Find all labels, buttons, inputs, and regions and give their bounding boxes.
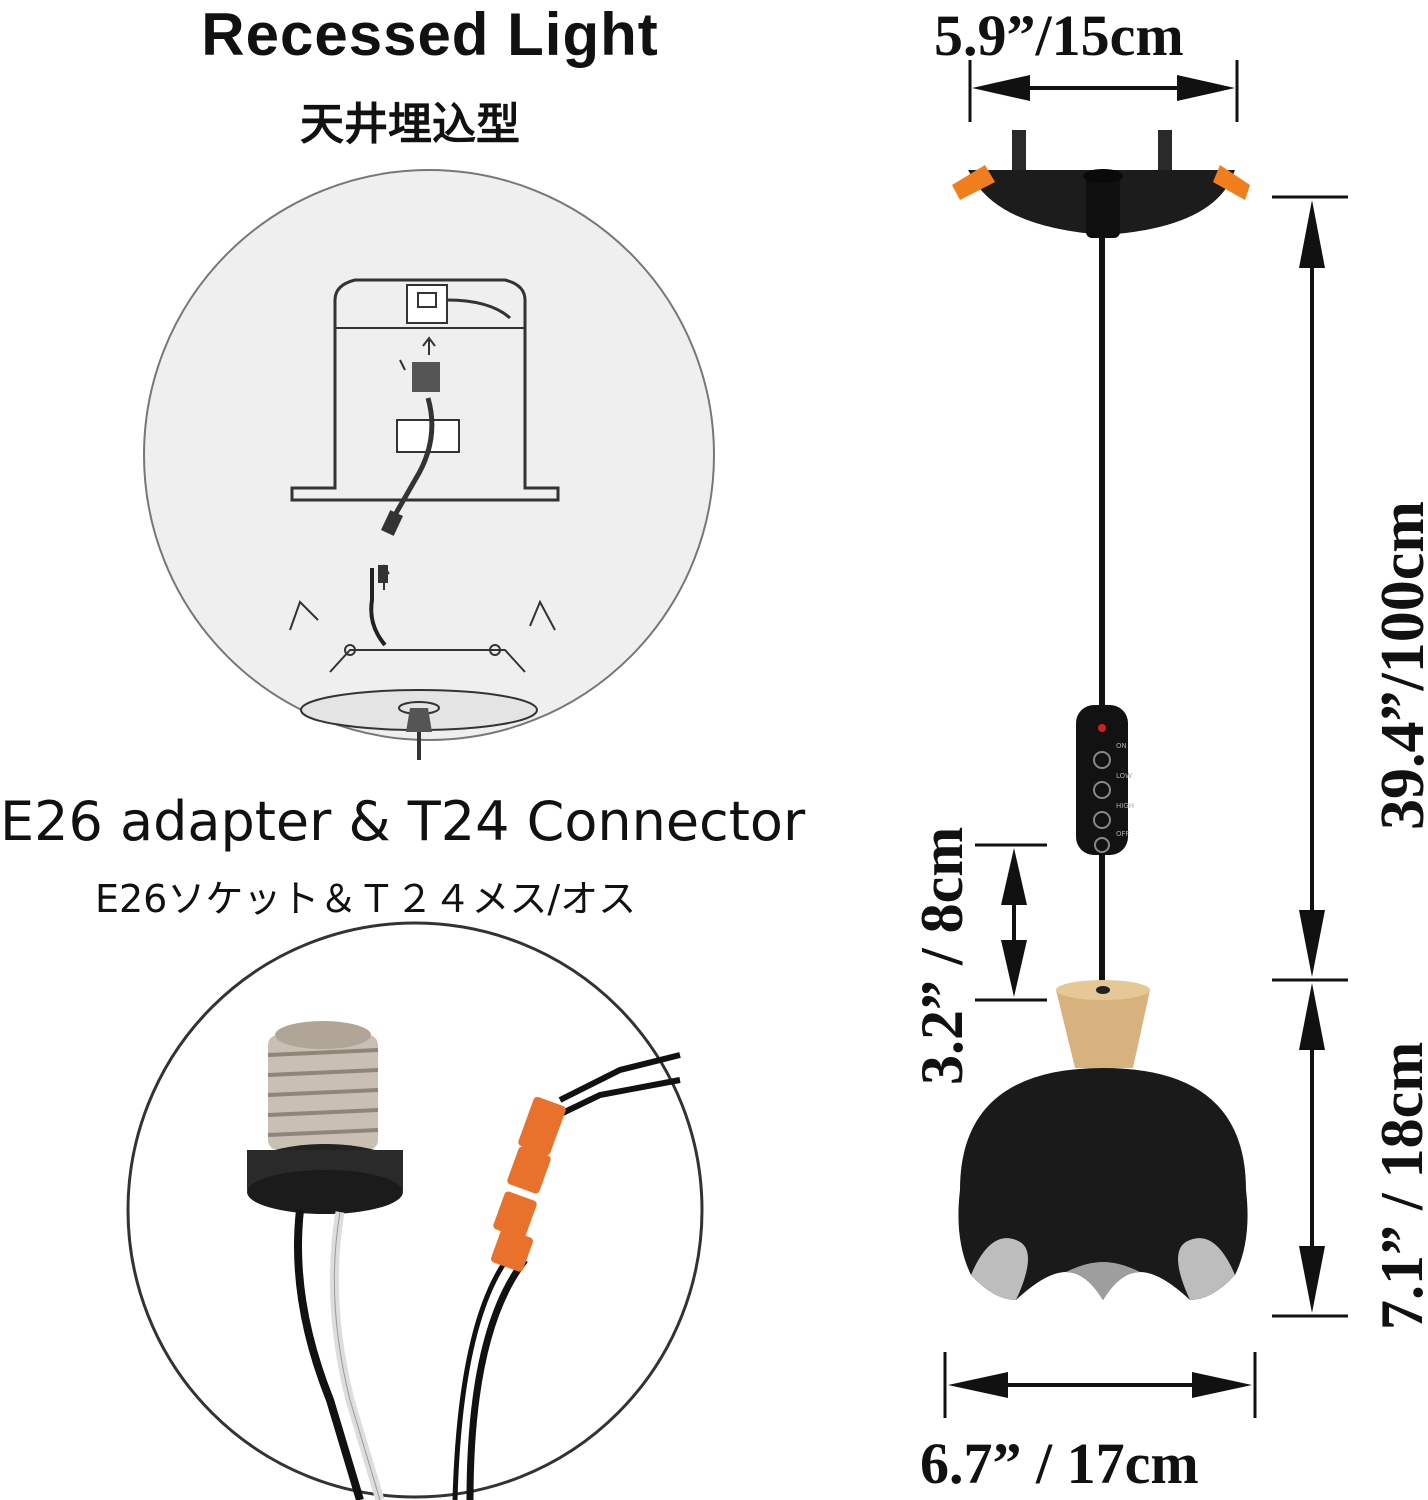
installation-illustration <box>143 169 715 760</box>
shade-height-label: 7.1” / 18cm <box>1369 1041 1428 1330</box>
shade-width-label: 6.7” / 17cm <box>920 1431 1199 1496</box>
recessed-light-subtitle: 天井埋込型 <box>300 99 520 150</box>
controller-high-label: HIGH <box>1116 802 1134 810</box>
cord-length-label: 39.4”/100cm <box>1369 501 1428 830</box>
controller-off-label: OFF <box>1116 830 1130 838</box>
recessed-light-title: Recessed Light <box>201 1 659 68</box>
canopy-width-label: 5.9”/15cm <box>934 3 1184 68</box>
controller-low-label: LOW <box>1116 772 1132 780</box>
controller-on-label: ON <box>1116 742 1127 750</box>
adapter-photo <box>126 921 704 1500</box>
pendant-light-illustration: ON LOW HIGH OFF <box>943 60 1348 1418</box>
socket-height-label: 3.2” / 8cm <box>909 826 975 1085</box>
adapter-connector-title: E26 adapter & T24 Connector <box>0 790 806 853</box>
adapter-connector-subtitle: E26ソケット＆Ｔ２４メス/オス <box>95 877 637 921</box>
